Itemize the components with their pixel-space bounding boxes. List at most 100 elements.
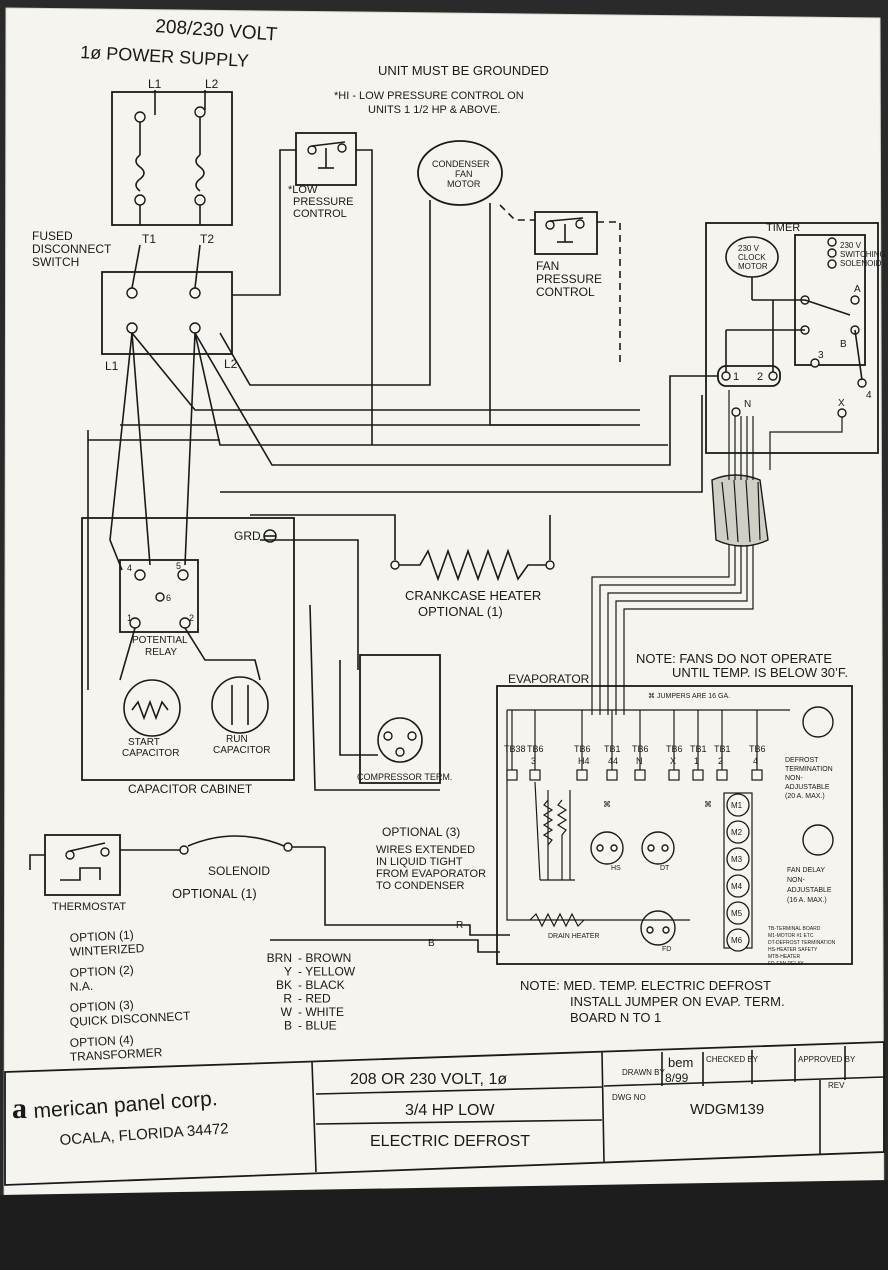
jumpers-note: ⌘ JUMPERS ARE 16 GA. [648,692,730,700]
timer-label: TIMER [766,222,800,234]
wire-color-name: - BLUE [298,1019,337,1033]
option-description: TRANSFORMER [69,1045,163,1064]
fused-label-3: SWITCH [32,255,79,269]
fans-note-1: NOTE: FANS DO NOT OPERATE [636,651,832,666]
evap-terminal [634,769,646,781]
capacitor-cabinet: GRD 4 5 6 1 2 POTENTIAL RELAY START CAPA… [81,517,295,796]
title-block: a merican panel corp. OCALA, FLORIDA 344… [4,1041,885,1186]
evap-legend-text: FD-FAN DELAY [768,961,804,967]
wire-r-label: R [456,920,463,931]
drawn-date: 8/99 [665,1071,689,1085]
wire-harness-liquid-tight [591,390,843,715]
fan-pressure-control: FAN PRESSURE CONTROL [534,211,602,299]
title-line-1: 208 OR 230 VOLT, 1ø [350,1071,507,1088]
wire-color-code: W [281,1005,293,1019]
fan-motor-label: M4 [731,882,743,891]
wire-b-label: B [428,938,435,949]
solenoid-label-1: 230 V [840,241,862,250]
evap-term-sublabel: H4 [578,756,590,766]
fd-label: FD [662,946,671,953]
fan-motor [726,793,750,817]
condenser-fan-label-1: CONDENSER [432,159,490,169]
evap-term-label: TB38 [504,744,526,754]
fan-motor-label: M3 [731,855,743,864]
solenoid-label-3: SOLENOID [840,259,882,268]
evap-terminal [506,769,518,781]
wire-color-name: - BLACK [298,978,345,992]
grounded-note: UNIT MUST BE GROUNDED [378,63,549,78]
hi-low-note-2: UNITS 1 1/2 HP & ABOVE. [368,104,500,116]
low-pressure-label-2: PRESSURE [293,196,354,208]
grd-label: GRD [234,529,261,543]
relay-term-6: 6 [166,593,171,603]
table-edge [0,1180,888,1270]
optional3-line-1: OPTIONAL (3) [382,825,460,839]
wire-color-code: Y [284,965,292,979]
evap-term-sublabel: X [670,756,676,766]
wire-color-code: B [284,1019,292,1033]
evap-legend-text: MTB-HEATER [768,954,801,960]
t1-label: T1 [142,232,156,246]
hi-low-note-1: *HI - LOW PRESSURE CONTROL ON [334,90,524,102]
clock-motor-label-2: CLOCK [738,253,766,262]
l1-label-top: L1 [148,77,162,91]
company-logo-a: a [12,1092,27,1125]
potential-relay-label-1: POTENTIAL [132,635,188,646]
fan-motor [726,901,750,925]
potential-relay-label-2: RELAY [145,647,177,658]
condenser-fan-label-3: MOTOR [447,179,481,189]
optional3-line-2: WIRES EXTENDED [376,844,475,856]
defrost-termination-text: DEFROST [785,757,819,764]
run-cap-label-1: RUN [226,734,248,745]
clock-motor-label-1: 230 V [738,244,760,253]
solenoid-label: SOLENOID [208,864,270,878]
defrost-termination-text: TERMINATION [785,766,833,773]
optional3-line-5: TO CONDENSER [376,880,464,892]
timer-term-2: 2 [757,371,763,383]
fan-motor-label: M2 [731,828,743,837]
timer-term-b: B [840,339,847,350]
crankcase-label-2: OPTIONAL (1) [418,604,503,619]
fan-pressure-label-2: PRESSURE [536,272,602,286]
drain-heater-label: DRAIN HEATER [548,933,600,940]
timer-term-a: A [854,284,861,295]
title-line-3: ELECTRIC DEFROST [370,1133,530,1150]
evap-legend-text: DT-DEFROST TERMINATION [768,940,836,946]
rev-label: REV [828,1081,845,1090]
defrost-termination-text: NON- [785,775,804,782]
evap-term-sublabel: 2 [718,756,723,766]
crankcase-label-1: CRANKCASE HEATER [405,588,541,603]
thermostat-lead [29,854,45,870]
timer-term-4: 4 [866,390,872,401]
fan-delay-text: ADJUSTABLE [787,887,832,894]
optional3-line-4: FROM EVAPORATOR [376,868,486,880]
wire-color-name: - YELLOW [298,965,356,979]
fan-motor-label: M6 [731,936,743,945]
evap-legend-text: M1-MOTOR #1 ETC [768,933,814,939]
fan-motor [726,874,750,898]
fan-delay-text: NON- [787,877,806,884]
fan-pressure-label-1: FAN [536,259,559,273]
condenser-fan-motor: CONDENSER FAN MOTOR [417,140,503,206]
wire-color-name: - BROWN [298,951,351,965]
evap-term-sublabel: 44 [608,756,618,766]
fan-motor [726,820,750,844]
dt-label: DT [660,865,670,872]
solenoid-optional-label: OPTIONAL (1) [172,886,257,901]
solenoid-label-2: SWITCHING [840,250,886,259]
fused-label-1: FUSED [32,229,73,243]
relay-term-5: 5 [176,561,181,571]
evap-terminal [751,769,763,781]
defrost-termination-text: (20 A. MAX.) [785,793,825,800]
dwg-no-value: WDGM139 [690,1101,764,1118]
wire-color-code: R [283,992,292,1006]
jumper-mark-1: ⌘ [603,800,611,809]
blue-wire [270,939,500,953]
evaporator-label: EVAPORATOR [508,672,590,686]
evap-terminal [606,769,618,781]
start-cap-label-1: START [128,737,160,748]
relay-term-4: 4 [127,563,132,573]
t2-label: T2 [200,232,214,246]
